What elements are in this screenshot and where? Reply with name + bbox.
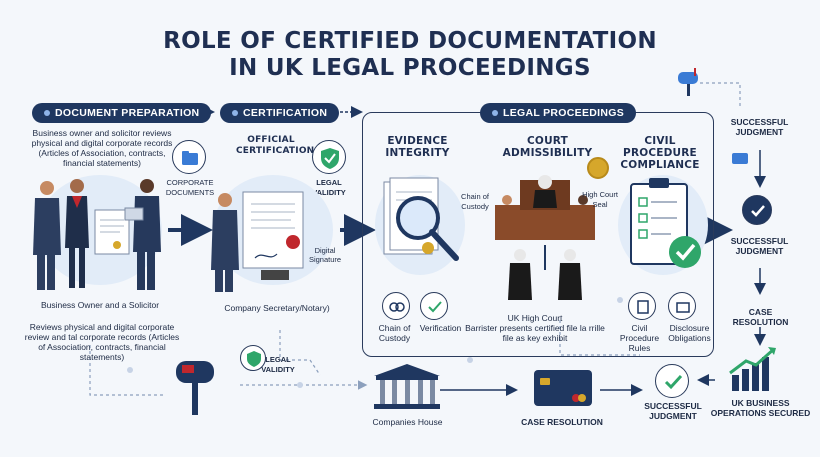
bottom-successful-judgment-label: SUCCESSFUL JUDGMENT [644,401,702,421]
bullet-icon [44,110,50,117]
successful-judgment-label-mid: SUCCESSFUL JUDGMENT [730,236,789,256]
people-caption: Business Owner and a Solicitor [40,300,160,310]
page-title-line-1: ROLE OF CERTIFIED DOCUMENTATION [163,28,657,54]
companies-house-building-icon [374,364,440,409]
compliance-checklist-icon [618,175,708,275]
civil-procedure-rules-label: Civil Procedure Rules [619,323,660,353]
verification-check-icon [420,292,448,320]
folder-icon [172,140,206,174]
bullet-icon [492,110,498,117]
uk-high-court-label: UK High Court [507,313,563,323]
section-label-document-preparation: DOCUMENT PREPARATION [32,103,212,123]
bottom-legal-validity-label: LEGAL VALIDITY [261,355,295,374]
case-resolution-label-right: CASE RESOLUTION [732,307,789,327]
barrister-caption: Barrister presents certified file la rri… [465,323,605,343]
uk-mailbox-icon [176,361,214,415]
page-title-line-2: IN UK LEGAL PROCEEDINGS [229,55,591,81]
section-label-legal-proceedings: LEGAL PROCEEDINGS [480,103,637,123]
legal-validity-shield-icon [240,345,266,371]
courtroom-illustration [495,175,595,300]
mailbox-icon [678,68,698,96]
section-label-certification: CERTIFICATION [220,103,340,123]
business-owner-and-solicitor-illustration [33,175,162,290]
magnifier-document-icon [375,175,465,275]
court-admissibility-label: COURT ADMISSIBILITY [502,135,593,159]
evidence-integrity-label: EVIDENCE INTEGRITY [385,135,450,159]
high-court-seal-icon [587,157,609,179]
verification-label: Verification [419,323,462,333]
credit-card-icon [534,370,592,406]
rules-book-icon [628,292,656,320]
company-secretary-caption: Company Secretary/Notary) [224,303,330,313]
corporate-documents-label: CORPORATE DOCUMENTS [165,178,215,197]
disclosure-obligations-label: Disclosure Obligations [668,323,711,343]
people-description: Reviews physical and digital corporate r… [24,322,180,362]
bottom-judgment-check-icon [655,364,689,398]
high-court-seal-label: High Court Seal [582,190,618,209]
growth-chart-icon [729,347,776,391]
bullet-icon [232,110,238,117]
shield-check-icon [312,140,346,174]
bottom-case-resolution-label: CASE RESOLUTION [521,417,603,427]
card-icon [732,153,748,164]
official-certification-label: OFFICIAL CERTIFICATION [236,135,315,156]
disclosure-icon [668,292,696,320]
companies-house-label: Companies House [372,417,443,427]
certification-notary-illustration [211,175,333,292]
chain-of-custody-label-bottom: Chain of Custody [378,323,411,343]
certification-legal-validity-label: LEGAL VALIDITY [312,178,346,197]
digital-signature-label: Digital Signature [308,246,342,264]
judgment-check-icon [742,195,772,225]
successful-judgment-label-top: SUCCESSFUL JUDGMENT [730,117,789,137]
document-preparation-description: Business owner and solicitor reviews phy… [31,128,173,168]
link-icon [382,292,410,320]
chain-of-custody-label-top: Chain of Custody [461,192,489,211]
civil-procedure-compliance-label: CIVIL PROCEDURE COMPLIANCE [620,135,700,171]
uk-business-operations-label: UK BUSINESS OPERATIONS SECURED [710,398,811,418]
